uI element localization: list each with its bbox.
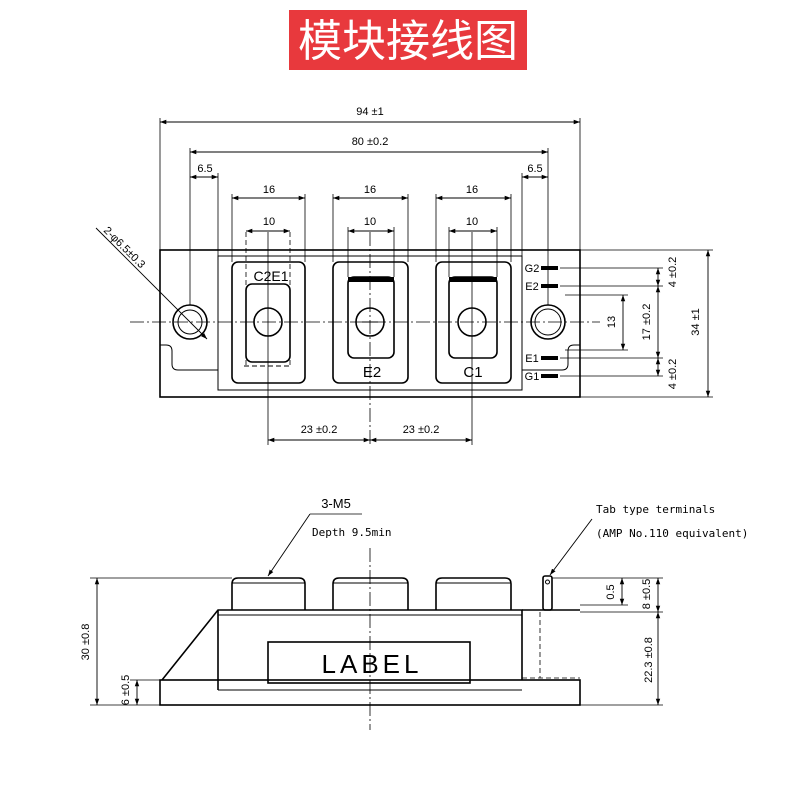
- top-inner-frame: [217, 255, 523, 391]
- dim-text-16-middle: 16: [364, 184, 376, 196]
- dim-text-80: 80 ±0.2: [352, 136, 389, 148]
- dim-text-23-left: 23 ±0.2: [301, 424, 338, 436]
- terminal-label-middle: E2: [363, 364, 381, 381]
- pocket-right-outer: [435, 261, 512, 384]
- dim-text-17: 17 ±0.2: [641, 304, 653, 341]
- terminal-label-right: C1: [463, 364, 482, 381]
- dim-text-05: 0.5: [605, 584, 617, 599]
- pocket-middle-top-bar: [348, 277, 394, 282]
- page-title: 模块接线图: [298, 16, 518, 67]
- pocket-left-outer: [231, 261, 306, 384]
- dim-text-13: 13: [606, 316, 618, 328]
- top-extension-lines: [159, 118, 713, 398]
- dim-text-34: 34 ±1: [690, 308, 702, 335]
- tab-label-e2: E2: [525, 281, 538, 293]
- side-tab-terminal: [542, 575, 553, 611]
- dim-text-30: 30 ±0.8: [80, 624, 92, 661]
- dim-text-hole-spec: 2-φ6.5±0.3: [101, 225, 147, 271]
- dim-text-10-right: 10: [466, 216, 478, 228]
- dim-text-6: 6 ±0.5: [120, 675, 132, 706]
- dim-text-223: 22.3 ±0.8: [643, 637, 655, 683]
- side-terminal-left: [231, 577, 306, 610]
- top-dimension-texts: 94 ±1 80 ±0.2 6.5 6.5 16 16 16 10 10 10 …: [101, 106, 702, 436]
- top-dimension-lines: [95, 119, 711, 443]
- dim-text-16-left: 16: [263, 184, 275, 196]
- tab-bar-e1: [541, 356, 558, 360]
- side-terminal-right: [435, 577, 512, 610]
- tab-bar-g2: [541, 266, 558, 270]
- depth-text: Depth 9.5min: [312, 526, 391, 539]
- dim-text-23-right: 23 ±0.2: [403, 424, 440, 436]
- tab-terminals: G2 E2 E1 G1: [525, 263, 558, 383]
- tab-label-g2: G2: [525, 263, 540, 275]
- tab-bar-g1: [541, 374, 558, 378]
- dim-text-65-right: 6.5: [527, 163, 542, 175]
- pocket-right-top-bar: [449, 277, 497, 282]
- label-text: LABEL: [322, 649, 423, 679]
- dim-text-8: 8 ±0.5: [641, 579, 653, 610]
- side-tab-hole: [545, 579, 550, 585]
- tab-label-g1: G1: [525, 371, 540, 383]
- top-right-notch: [522, 344, 580, 371]
- side-view: LABEL 3-M5 Depth 9.5min: [80, 496, 748, 730]
- top-view: C2E1 E2 C1 G2 E2 E1 G1: [95, 106, 713, 445]
- dim-text-4-top: 4 ±0.2: [667, 257, 679, 288]
- tab-note-leader: [549, 518, 593, 576]
- top-left-notch: [160, 344, 218, 371]
- tab-note-line2: (AMP No.110 equivalent): [596, 527, 748, 540]
- pocket-middle-outer: [332, 261, 409, 384]
- label-box: [267, 641, 471, 684]
- screw-spec-leader: [267, 513, 311, 577]
- screw-spec-text: 3-M5: [321, 496, 351, 511]
- title-banner: 模块接线图: [289, 10, 527, 70]
- dim-text-16-right: 16: [466, 184, 478, 196]
- dim-text-65-left: 6.5: [197, 163, 212, 175]
- title-box: [289, 10, 527, 70]
- dim-text-10-left: 10: [263, 216, 275, 228]
- pocket-right-inner: [448, 276, 498, 359]
- tab-label-e1: E1: [525, 353, 538, 365]
- terminal-label-left: C2E1: [253, 268, 288, 284]
- tab-bar-e2: [541, 284, 558, 288]
- dim-text-10-middle: 10: [364, 216, 376, 228]
- tab-note-line1: Tab type terminals: [596, 503, 715, 516]
- side-dimension-lines: [94, 513, 661, 705]
- dim-text-94: 94 ±1: [356, 106, 383, 118]
- hole-spec-leader: [95, 227, 208, 340]
- pocket-middle-inner: [347, 276, 395, 359]
- side-extension-lines: [90, 577, 663, 706]
- side-texts: 3-M5 Depth 9.5min Tab type terminals (AM…: [80, 496, 748, 705]
- side-terminal-middle: [332, 577, 409, 610]
- dim-text-4-bottom: 4 ±0.2: [667, 359, 679, 390]
